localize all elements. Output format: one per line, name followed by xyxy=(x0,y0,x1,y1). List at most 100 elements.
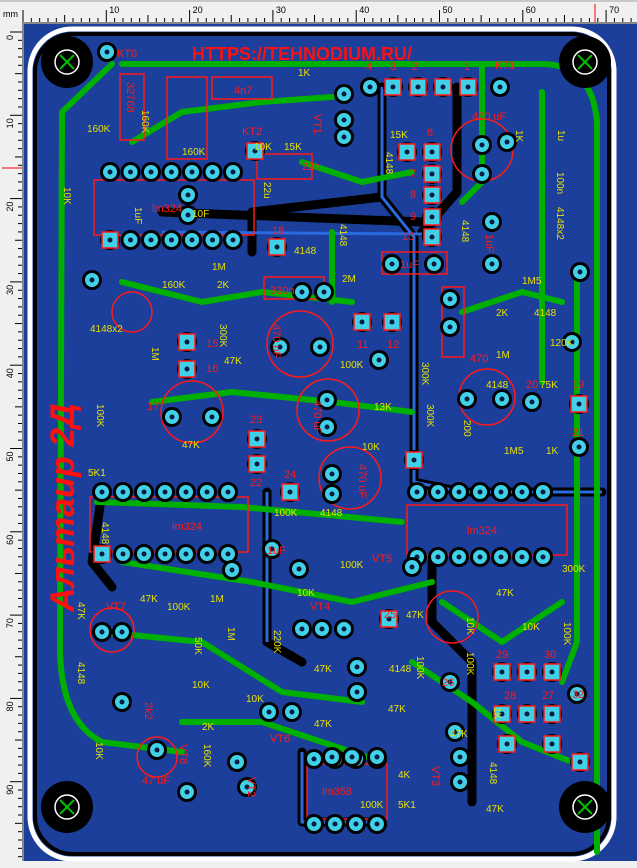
component-label: 32 xyxy=(572,689,584,701)
component-label: 1uF xyxy=(400,259,419,271)
pad-hole xyxy=(359,319,365,325)
component-label: 330n xyxy=(270,285,294,297)
component-label: 1uF xyxy=(132,207,143,224)
pad-hole xyxy=(324,424,330,430)
pad-hole xyxy=(354,689,360,695)
component-label: 1uF xyxy=(483,234,495,253)
component-label: 23 xyxy=(250,414,262,426)
pad-hole xyxy=(296,566,302,572)
pad-hole xyxy=(353,821,359,827)
component-label: 100K xyxy=(167,602,191,613)
component-label: 300K xyxy=(562,564,586,575)
component-label: 1M xyxy=(212,262,226,273)
pad-hole xyxy=(99,489,105,495)
component-label: 2 xyxy=(412,61,418,73)
board-title: Альтаир 2Д xyxy=(44,403,82,613)
green-traces xyxy=(57,61,600,855)
pad-hole xyxy=(317,344,323,350)
component-label: 19 xyxy=(572,379,584,391)
component-label: 47 uF xyxy=(142,775,170,787)
pad-hole xyxy=(184,366,190,372)
component-label: 10K xyxy=(362,442,380,453)
component-label: 12 xyxy=(387,339,399,351)
pad-hole xyxy=(209,414,215,420)
pad-hole xyxy=(389,319,395,325)
pad-hole xyxy=(411,457,417,463)
component-label: 47K xyxy=(496,588,514,599)
x-icon xyxy=(59,799,75,815)
component-label: KT2 xyxy=(242,126,262,138)
component-label: 470 xyxy=(470,353,488,365)
component-label: 1 xyxy=(464,61,470,73)
component-label: 8 xyxy=(410,189,416,201)
x-icon xyxy=(577,799,593,815)
ruler-label: 50 xyxy=(443,5,453,15)
pad-hole xyxy=(429,192,435,198)
mounting-hole-ring xyxy=(54,49,80,75)
pad-hole xyxy=(577,759,583,765)
pad-hole xyxy=(225,551,231,557)
component-label: 4148 xyxy=(389,664,412,675)
pcb-board[interactable]: HTTPS://TEHNODIUM.RU/ Альтаир 2Д KT0KT1K… xyxy=(24,24,637,863)
x-icon xyxy=(577,54,593,70)
component-label: 10K xyxy=(254,142,272,153)
pad-hole xyxy=(329,491,335,497)
component-label: 21 xyxy=(572,427,584,439)
component-label: 47K xyxy=(406,610,424,621)
pad-hole xyxy=(499,396,505,402)
pad-hole xyxy=(184,339,190,345)
component-label: VT7 xyxy=(106,601,126,613)
component-label: 30 xyxy=(544,649,556,661)
mounting-hole-ring xyxy=(54,794,80,820)
ruler-label: 20 xyxy=(193,5,203,15)
component-label: 2K xyxy=(217,280,230,291)
component-label: 13K xyxy=(374,402,392,413)
pad-hole xyxy=(234,759,240,765)
ruler-label: 40 xyxy=(359,5,369,15)
pad-hole xyxy=(447,296,453,302)
component-label: 10F xyxy=(192,209,209,220)
component-label: 47K xyxy=(75,602,86,620)
component-label: 47K xyxy=(140,594,158,605)
component-label: 300K xyxy=(419,362,430,386)
pad-hole xyxy=(128,237,133,243)
component-label: lm324 xyxy=(172,521,202,533)
component-label: 10K xyxy=(297,588,315,599)
component-label: 18 xyxy=(272,225,284,237)
pad-hole xyxy=(141,551,147,557)
component-label: 10 xyxy=(402,231,414,243)
component-label: 47K xyxy=(182,440,200,451)
pad-hole xyxy=(404,149,410,155)
component-label: 10K xyxy=(522,622,540,633)
pad-hole xyxy=(576,444,582,450)
component-label: lm324 xyxy=(467,525,497,537)
pad-hole xyxy=(311,821,317,827)
pad-hole xyxy=(529,399,535,405)
component-label: 2K xyxy=(496,308,509,319)
component-label: VT2 xyxy=(245,777,257,797)
component-label: 9 xyxy=(410,211,416,223)
ruler-label: 20 xyxy=(5,202,15,212)
component-label: 1K xyxy=(298,68,311,79)
pad-hole xyxy=(107,237,113,243)
component-label: 300K xyxy=(217,324,228,348)
pad-hole xyxy=(499,669,505,675)
component-label: 28 xyxy=(504,690,516,702)
ruler-unit: mm xyxy=(3,9,18,19)
component-label: lm324 xyxy=(152,203,182,215)
pad-hole xyxy=(99,629,105,635)
component-label: 100K xyxy=(561,622,572,646)
pad-hole xyxy=(189,237,195,243)
component-label: 100K xyxy=(414,656,425,680)
component-label: 1M xyxy=(210,594,224,605)
component-label: 5K1 xyxy=(398,800,416,811)
pad-hole xyxy=(148,169,154,175)
pad-hole xyxy=(429,149,435,155)
pad-hole xyxy=(287,489,293,495)
pad-hole xyxy=(569,339,575,345)
pad-hole xyxy=(341,626,347,632)
